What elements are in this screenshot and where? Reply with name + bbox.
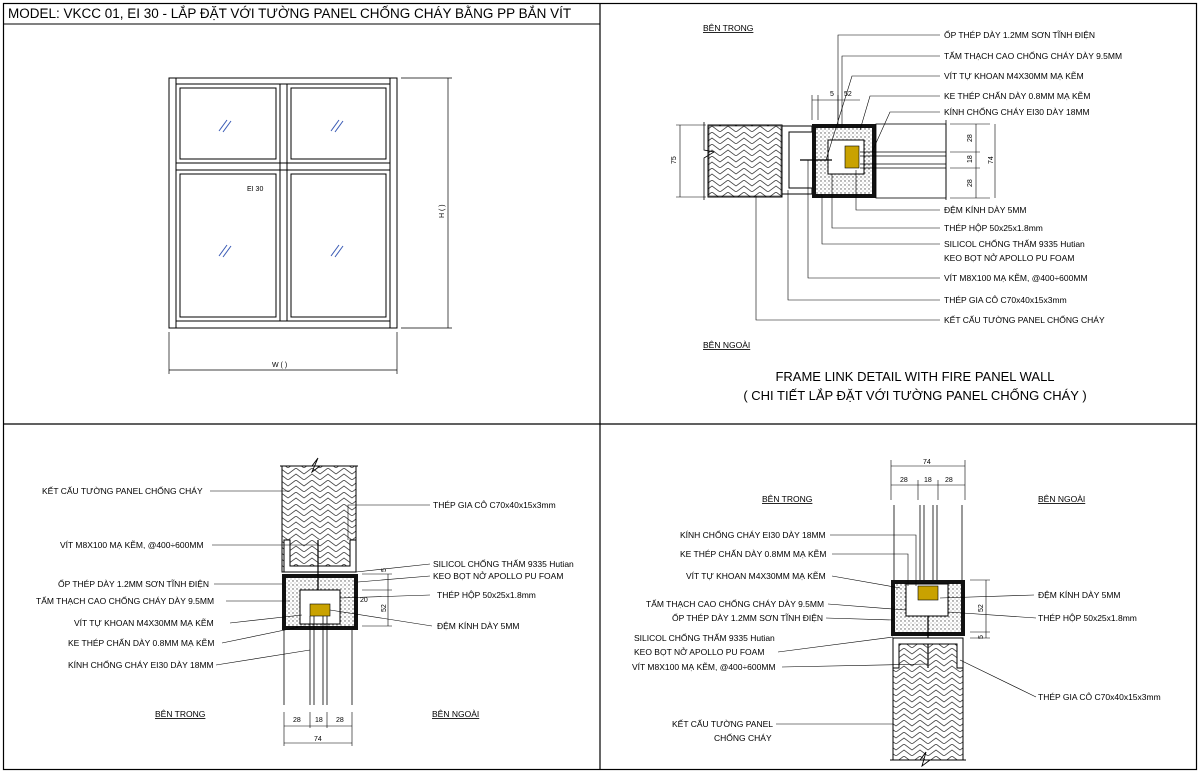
inside-label: BÊN TRONG (155, 709, 205, 719)
callout-pu-foam: KEO BỌT NỞ APOLLO PU FOAM (433, 570, 563, 581)
inside-label: BÊN TRONG (762, 494, 812, 504)
callout-self-drilling-screw: VÍT TỰ KHOAN M4X30MM MẠ KẼM (686, 571, 826, 581)
callout-glass-gasket: ĐỆM KÍNH DÀY 5MM (1038, 590, 1121, 600)
callout-glass-gasket: ĐỆM KÍNH DÀY 5MM (944, 205, 1027, 215)
dim-28-left: 28 (900, 477, 908, 484)
dim-52: 52 (844, 91, 852, 98)
callout-gypsum-board: TẤM THẠCH CAO CHỐNG CHÁY DÀY 9.5MM (944, 50, 1122, 61)
callout-bent-steel-bracket: KE THÉP CHẤN DÀY 0.8MM MẠ KẼM (944, 91, 1090, 101)
dim-52: 52 (381, 604, 388, 612)
callout-steel-box: THÉP HỘP 50x25x1.8mm (437, 590, 536, 600)
callout-self-drilling-screw: VÍT TỰ KHOAN M4X30MM MẠ KẼM (944, 71, 1084, 81)
dim-28-top: 28 (967, 134, 974, 142)
dim-20: 20 (360, 597, 368, 604)
callout-glass-gasket: ĐỆM KÍNH DÀY 5MM (437, 621, 520, 631)
sheet-title: MODEL: VKCC 01, EI 30 - LẮP ĐẶT VỚI TƯỜN… (8, 6, 571, 21)
elevation-view: EI 30 W ( ) H ( ) (168, 77, 452, 374)
outside-label: BÊN NGOÀI (1038, 494, 1085, 504)
outside-label: BÊN NGOÀI (703, 340, 750, 350)
dim-28-bottom: 28 (967, 179, 974, 187)
detail-subtitle: ( CHI TIẾT LẮP ĐẶT VỚI TƯỜNG PANEL CHỐNG… (743, 388, 1086, 403)
callout-anchor-screw: VÍT M8X100 MẠ KẼM, @400÷600MM (60, 540, 204, 550)
callout-steel-cover: ỐP THÉP DÀY 1.2MM SƠN TĨNH ĐIỆN (58, 578, 209, 589)
callout-fire-glass: KÍNH CHỐNG CHÁY EI30 DÀY 18MM (68, 659, 214, 670)
callout-panel-wall: KẾT CẤU TƯỜNG PANEL CHỐNG CHÁY (42, 485, 203, 496)
dim-28-right: 28 (336, 717, 344, 724)
callout-reinforcement-channel: THÉP GIA CÔ C70x40x15x3mm (1038, 692, 1161, 702)
height-dimension: H ( ) (439, 204, 446, 218)
callout-bent-steel-bracket: KE THÉP CHẤN DÀY 0.8MM MẠ KẼM (68, 638, 214, 648)
callout-panel-wall: KẾT CẤU TƯỜNG PANEL CHỐNG CHÁY (944, 314, 1105, 325)
section-head-detail: 5 20 52 28 18 28 74 KẾT CẤU TƯỜNG PANEL … (36, 457, 574, 746)
dim-52: 52 (978, 604, 985, 612)
callout-panel-wall-line2: CHỐNG CHÁY (714, 732, 772, 743)
callout-fire-glass: KÍNH CHỐNG CHÁY EI30 DÀY 18MM (680, 529, 826, 540)
callout-pu-foam: KEO BỌT NỞ APOLLO PU FOAM (944, 252, 1074, 263)
callout-gypsum-board: TẤM THẠCH CAO CHỐNG CHÁY DÀY 9.5MM (36, 595, 214, 606)
glass-mark-icon (218, 119, 344, 258)
callout-steel-cover: ỐP THÉP DÀY 1.2MM SƠN TĨNH ĐIỆN (944, 29, 1095, 40)
callout-silicone: SILICOL CHỐNG THẤM 9335 Hutian (634, 632, 775, 643)
callout-steel-box: THÉP HỘP 50x25x1.8mm (1038, 613, 1137, 623)
dim-18: 18 (924, 477, 932, 484)
callout-steel-box: THÉP HỘP 50x25x1.8mm (944, 223, 1043, 233)
callout-steel-cover: ỐP THÉP DÀY 1.2MM SƠN TĨNH ĐIỆN (672, 612, 823, 623)
glass-label: EI 30 (247, 186, 263, 193)
dim-28-left: 28 (293, 717, 301, 724)
callout-anchor-screw: VÍT M8X100 MẠ KẼM, @400÷600MM (944, 273, 1088, 283)
callout-gypsum-board: TẤM THẠCH CAO CHỐNG CHÁY DÀY 9.5MM (646, 598, 824, 609)
dim-5: 5 (978, 635, 985, 639)
callout-anchor-screw: VÍT M8X100 MẠ KẼM, @400÷600MM (632, 662, 776, 672)
dim-74: 74 (314, 736, 322, 743)
frame-link-plan-detail: 5 52 75 28 18 28 74 BÊN TRONG BÊN NGOÀI … (671, 23, 1122, 403)
dim-5: 5 (381, 568, 388, 572)
dim-28-right: 28 (945, 477, 953, 484)
callout-reinforcement-channel: THÉP GIA CÔ C70x40x15x3mm (944, 295, 1067, 305)
callout-silicone: SILICOL CHỐNG THẤM 9335 Hutian (433, 558, 574, 569)
callout-bent-steel-bracket: KE THÉP CHẤN DÀY 0.8MM MẠ KẼM (680, 549, 826, 559)
callout-self-drilling-screw: VÍT TỰ KHOAN M4X30MM MẠ KẼM (74, 618, 214, 628)
section-sill-detail: 74 28 18 28 52 5 KÍNH CHỐNG CHÁY EI30 DÀ… (632, 459, 1161, 768)
inside-label: BÊN TRONG (703, 23, 753, 33)
outside-label: BÊN NGOÀI (432, 709, 479, 719)
dim-18: 18 (967, 155, 974, 163)
detail-title: FRAME LINK DETAIL WITH FIRE PANEL WALL (775, 369, 1054, 384)
dim-74: 74 (988, 156, 995, 164)
dim-75: 75 (671, 156, 678, 164)
callout-pu-foam: KEO BỌT NỞ APOLLO PU FOAM (634, 646, 764, 657)
callout-panel-wall-line1: KẾT CẤU TƯỜNG PANEL (672, 719, 773, 729)
callout-reinforcement-channel: THÉP GIA CÔ C70x40x15x3mm (433, 500, 556, 510)
dim-18: 18 (315, 717, 323, 724)
width-dimension: W ( ) (272, 362, 287, 369)
callout-silicone: SILICOL CHỐNG THẤM 9335 Hutian (944, 238, 1085, 249)
callout-fire-glass: KÍNH CHỐNG CHÁY EI30 DÀY 18MM (944, 106, 1090, 117)
dim-74: 74 (923, 459, 931, 466)
dim-5: 5 (830, 91, 834, 98)
